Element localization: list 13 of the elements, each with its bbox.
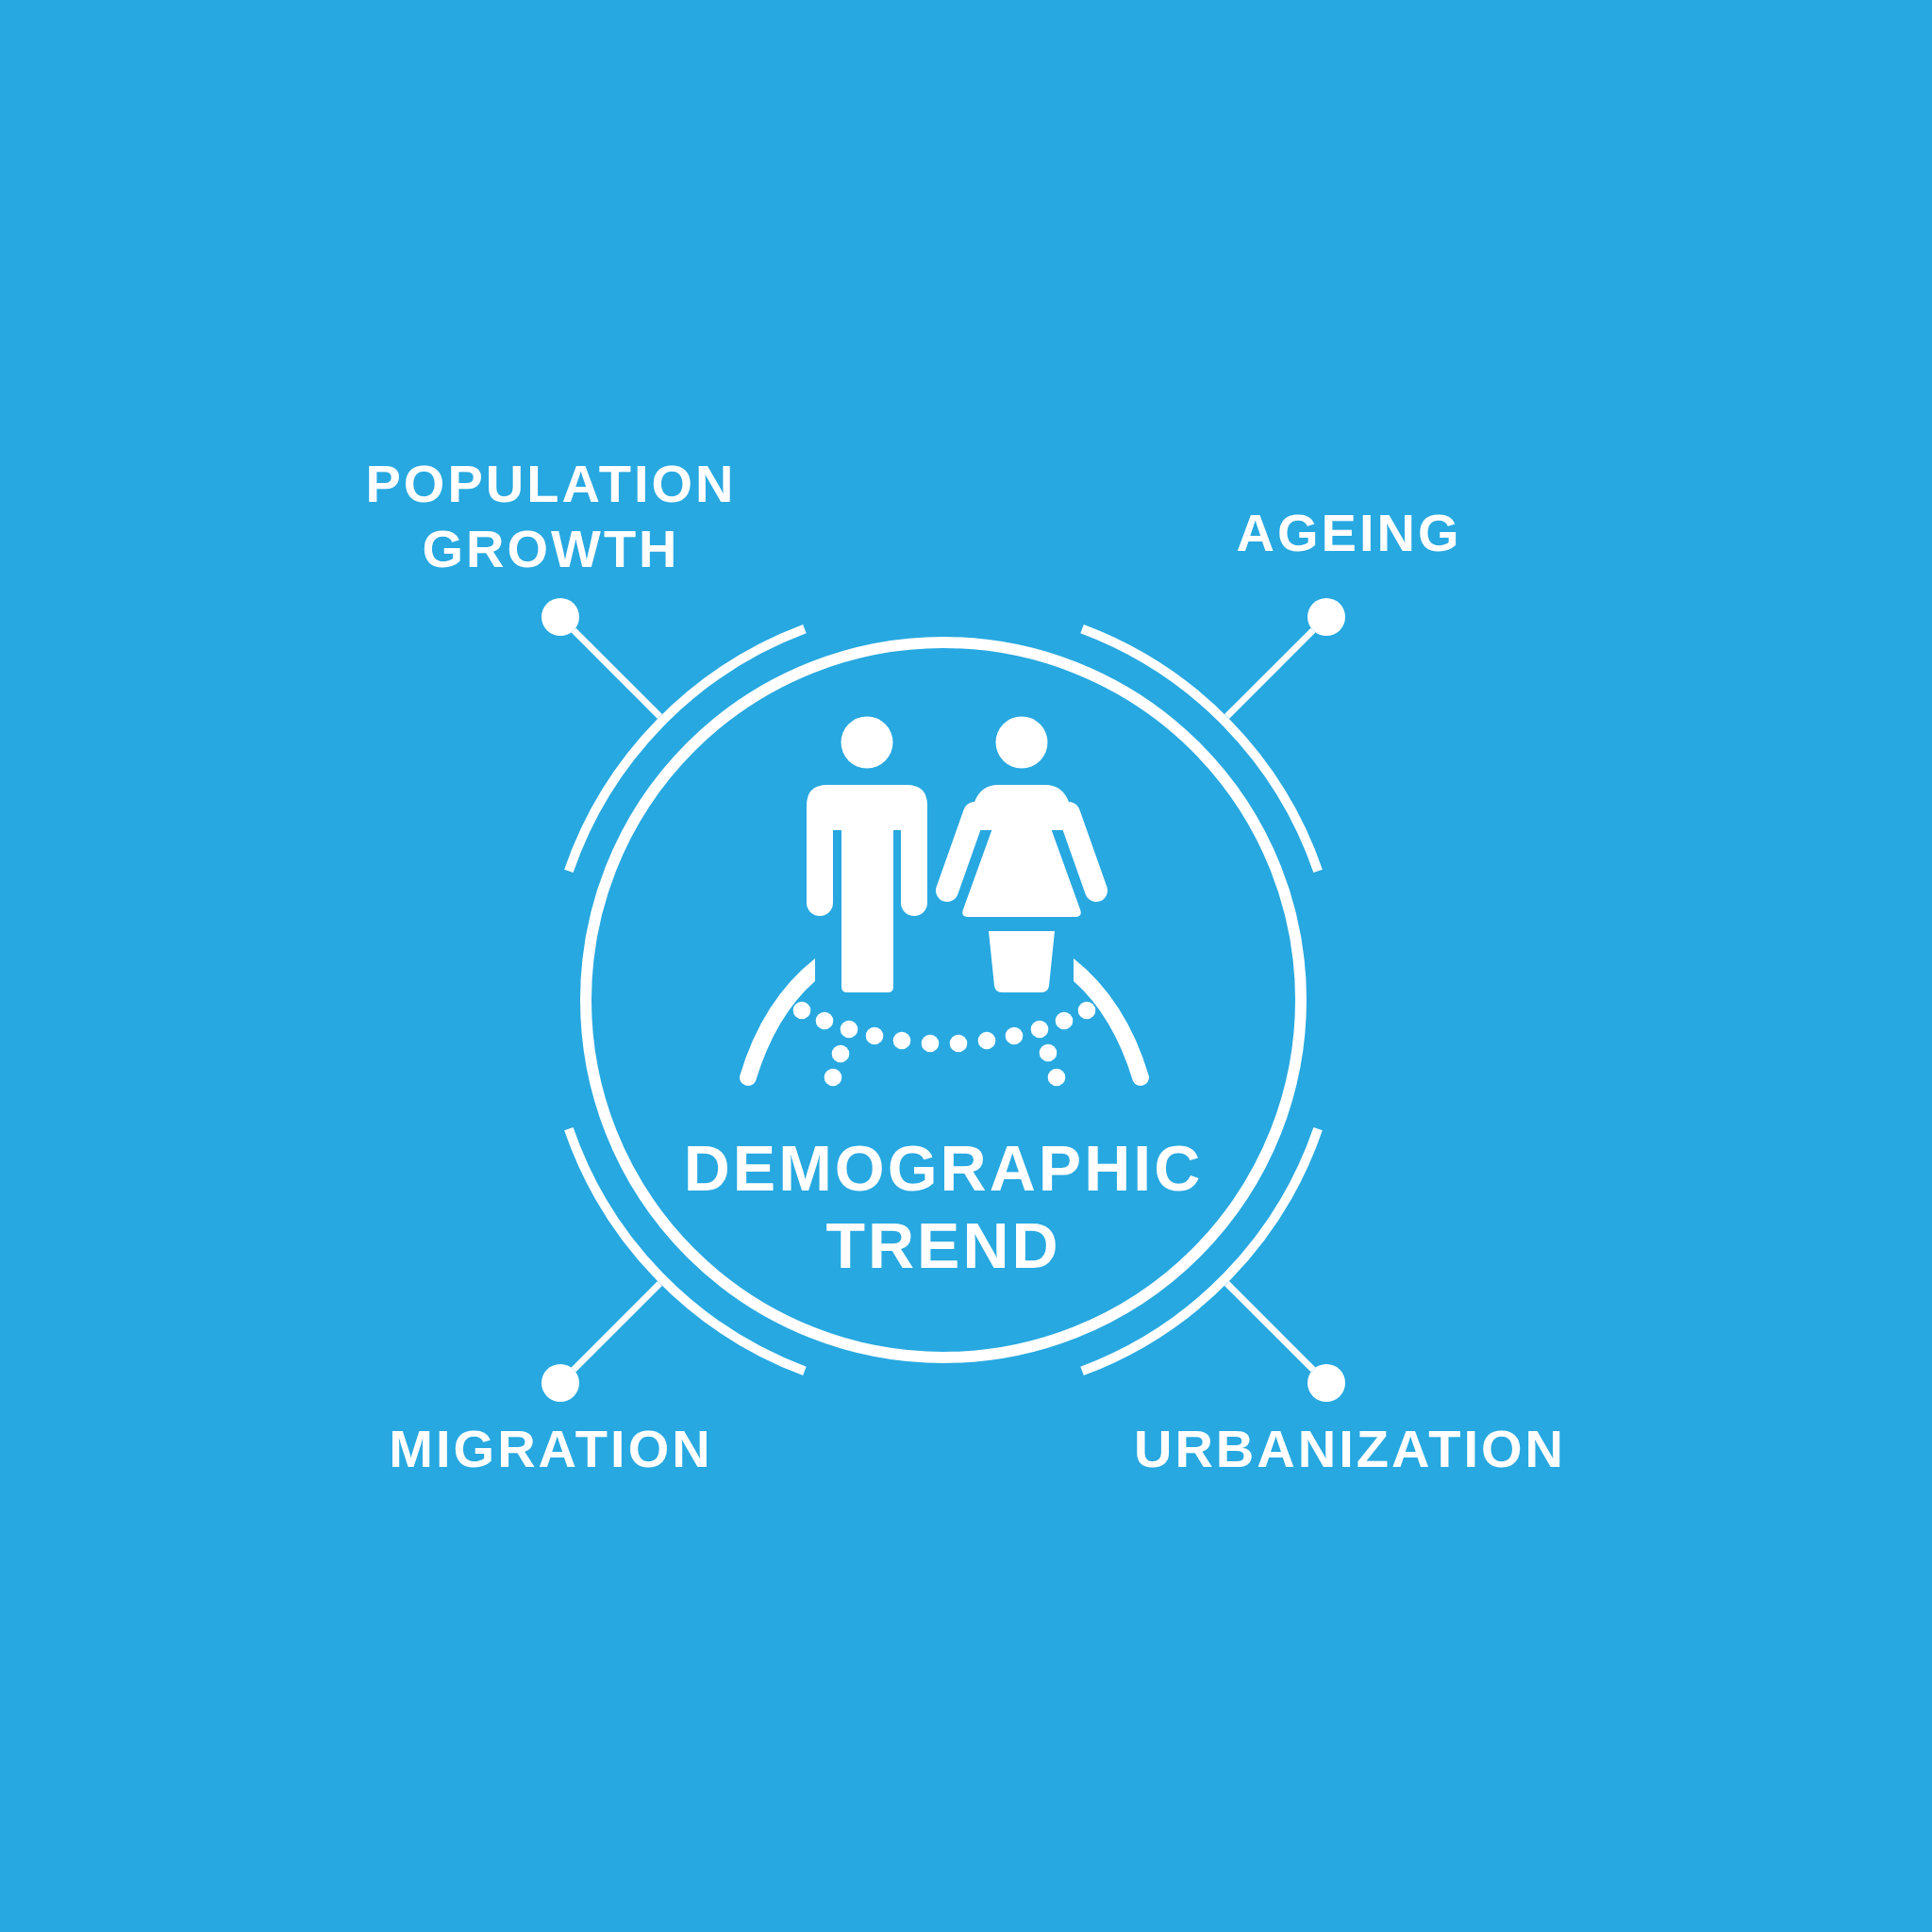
topic-label: URBANIZATION (1134, 1418, 1566, 1480)
connector-line (1224, 1281, 1316, 1373)
connector-line (571, 1281, 662, 1373)
connector-dot (1307, 598, 1345, 636)
connector-dot (541, 1364, 579, 1402)
topic-label: POPULATION GROWTH (365, 453, 737, 580)
connector-dot (1307, 1364, 1345, 1402)
connector-line (571, 627, 662, 719)
hub-title: DEMOGRAPHIC TREND (683, 1131, 1204, 1283)
connector-dot (541, 598, 579, 636)
topic-label: MIGRATION (389, 1418, 713, 1480)
topic-label: AGEING (1236, 502, 1462, 564)
connector-line (1224, 627, 1316, 719)
